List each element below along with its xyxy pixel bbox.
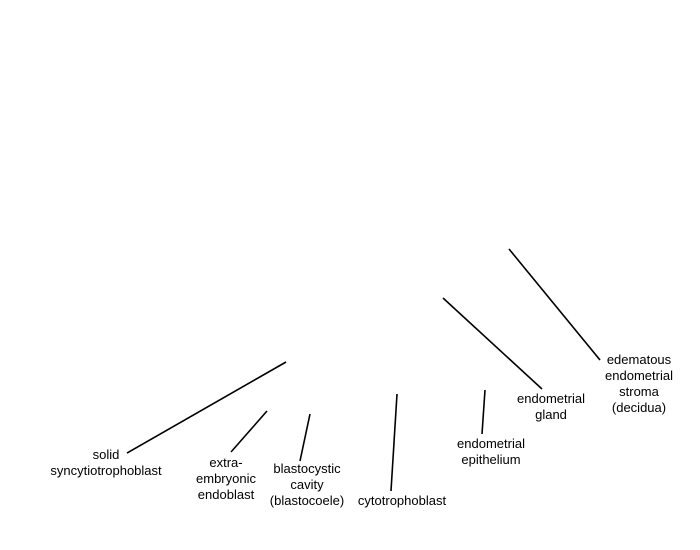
label-solid-syncytiotrophoblast: solid syncytiotrophoblast xyxy=(40,447,172,479)
leader-line-endometrial-gland xyxy=(442,297,543,390)
leader-line-endometrial-epithelium xyxy=(481,389,486,435)
label-line: endometrial xyxy=(457,436,525,451)
label-endometrial-epithelium: endometrial epithelium xyxy=(444,436,538,468)
label-line: (blastocoele) xyxy=(269,493,345,508)
label-extra-embryonic-endoblast: extra- embryonic endoblast xyxy=(188,455,264,503)
label-line: gland xyxy=(535,407,567,422)
label-line: cavity xyxy=(290,477,324,492)
label-blastocystic-cavity: blastocystic cavity (blastocoele) xyxy=(262,461,352,509)
label-line: solid xyxy=(92,447,120,462)
label-line: embryonic xyxy=(196,471,256,486)
label-endometrial-gland: endometrial gland xyxy=(506,391,596,423)
label-line: endoblast xyxy=(197,487,255,502)
leader-line-cytotrophoblast xyxy=(390,393,398,492)
leader-line-blastocystic-cavity xyxy=(299,413,311,462)
label-line: edematous xyxy=(606,352,672,367)
label-line: blastocystic xyxy=(273,461,341,476)
label-line: endometrial xyxy=(517,391,585,406)
label-line: endometrial xyxy=(605,368,673,383)
label-edematous-endometrial-stroma: edematous endometrial stroma (decidua) xyxy=(594,352,684,416)
label-line: syncytiotrophoblast xyxy=(50,463,162,478)
leader-line-edematous-endometrial-stroma xyxy=(508,248,601,361)
label-line: stroma xyxy=(619,384,659,399)
label-cytotrophoblast: cytotrophoblast xyxy=(348,493,456,509)
label-line: epithelium xyxy=(461,452,521,467)
leader-line-solid-syncytiotrophoblast xyxy=(126,361,287,454)
leader-line-extra-embryonic-endoblast xyxy=(230,410,268,453)
label-line: extra- xyxy=(209,455,243,470)
label-line: cytotrophoblast xyxy=(357,493,447,508)
label-line: (decidua) xyxy=(611,400,667,415)
